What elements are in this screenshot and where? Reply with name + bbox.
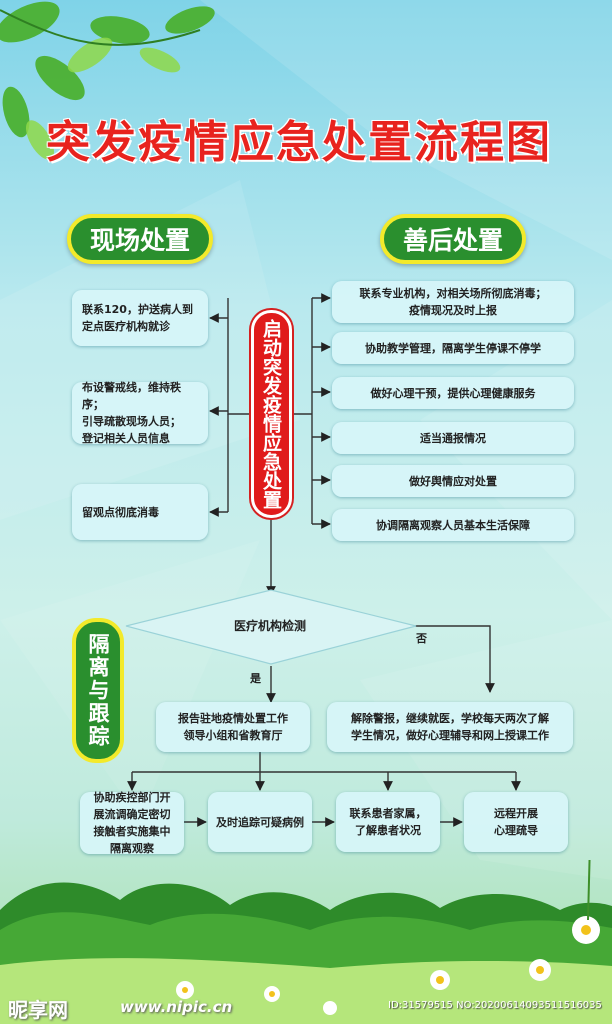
- yes-outcome-line: 领导小组和省教育厅: [183, 729, 283, 742]
- tracking-step-box-line: 联系患者家属，: [349, 807, 427, 820]
- aftercare-step-box: 协助教学管理，隔离学生停课不停学: [332, 332, 574, 364]
- no-outcome-line: 解除警报，继续就医，学校每天两次了解: [351, 712, 549, 725]
- no-outcome-box: 解除警报，继续就医，学校每天两次了解 学生情况，做好心理辅导和网上授课工作: [327, 702, 573, 752]
- onsite-step-box: 留观点彻底消毒: [72, 484, 208, 540]
- page-title: 突发疫情应急处置流程图: [46, 117, 552, 168]
- tracking-step-box: 远程开展心理疏导: [464, 792, 568, 852]
- decision-diamond: [125, 589, 417, 665]
- onsite-step-box-line: 布设警戒线，维持秩序；: [82, 381, 181, 411]
- aftercare-step-box-line: 做好舆情应对处置: [409, 474, 497, 488]
- aftercare-step-box: 联系专业机构，对相关场所彻底消毒； 疫情现况及时上报: [332, 281, 574, 323]
- tracking-step-box-line: 协助疾控部门开: [93, 791, 171, 804]
- tracking-step-box-line: 接触者实施集中: [93, 825, 171, 838]
- onsite-step-box-line: 引导疏散现场人员；: [82, 415, 181, 428]
- onsite-step-box: 布设警戒线，维持秩序； 引导疏散现场人员； 登记相关人员信息: [72, 381, 208, 445]
- tracking-step-box: 及时追踪可疑病例: [208, 792, 312, 852]
- tracking-step-box-line: 了解患者状况: [355, 824, 421, 837]
- aftercare-step-box: 做好舆情应对处置: [332, 465, 574, 497]
- section-header-aftercare: 善后处置: [380, 214, 526, 264]
- landscape-illustration: [0, 860, 612, 1024]
- aftercare-step-box-line: 疫情现况及时上报: [409, 304, 497, 317]
- tracking-step-box-line: 心理疏导: [494, 824, 538, 837]
- tracking-step-box-line: 远程开展: [494, 807, 538, 820]
- tracking-step-box: 联系患者家属， 了解患者状况: [336, 792, 440, 852]
- center-node: 启动突发疫情应急处置: [251, 310, 292, 518]
- leaves-decoration: [0, 1, 215, 160]
- section-header-onsite: 现场处置: [67, 214, 213, 264]
- yes-outcome-line: 报告驻地疫情处置工作: [178, 712, 288, 725]
- onsite-step-box-line: 登记相关人员信息: [82, 432, 170, 445]
- section-header-isolation: 隔离与跟踪: [72, 618, 124, 763]
- watermark-id: ID:31579515 NO:20200614093511516035: [388, 1000, 602, 1011]
- tracking-step-box-line: 及时追踪可疑病例: [216, 815, 304, 829]
- aftercare-step-box: 协调隔离观察人员基本生活保障: [332, 509, 574, 541]
- aftercare-step-box-line: 适当通报情况: [420, 431, 486, 445]
- tracking-step-box-line: 隔离观察: [110, 842, 154, 855]
- aftercare-step-box-line: 做好心理干预，提供心理健康服务: [370, 386, 536, 400]
- aftercare-step-box: 做好心理干预，提供心理健康服务: [332, 377, 574, 409]
- no-label: 否: [416, 632, 427, 645]
- yes-label: 是: [250, 672, 261, 685]
- yes-outcome-box: 报告驻地疫情处置工作 领导小组和省教育厅: [156, 702, 310, 752]
- watermark-url: www.nipic.cn: [120, 998, 233, 1016]
- tracking-step-box-line: 展流调确定密切: [93, 808, 171, 821]
- aftercare-step-box-line: 联系专业机构，对相关场所彻底消毒；: [359, 287, 547, 300]
- onsite-step-box-line: 留观点彻底消毒: [82, 505, 159, 519]
- aftercare-step-box-line: 协助教学管理，隔离学生停课不停学: [365, 341, 541, 355]
- onsite-step-box-line: 联系120，护送病人到: [82, 303, 193, 316]
- tracking-step-box: 协助疾控部门开展流调确定密切接触者实施集中隔离观察: [80, 791, 184, 855]
- aftercare-step-box-line: 协调隔离观察人员基本生活保障: [376, 518, 530, 532]
- aftercare-step-box: 适当通报情况: [332, 422, 574, 454]
- onsite-step-box-line: 定点医疗机构就诊: [82, 320, 170, 333]
- watermark-brand: 昵享网: [8, 998, 68, 1022]
- decision-label: 医疗机构检测: [233, 619, 306, 633]
- onsite-step-box: 联系120，护送病人到定点医疗机构就诊: [72, 290, 208, 346]
- no-outcome-line: 学生情况，做好心理辅导和网上授课工作: [351, 729, 549, 742]
